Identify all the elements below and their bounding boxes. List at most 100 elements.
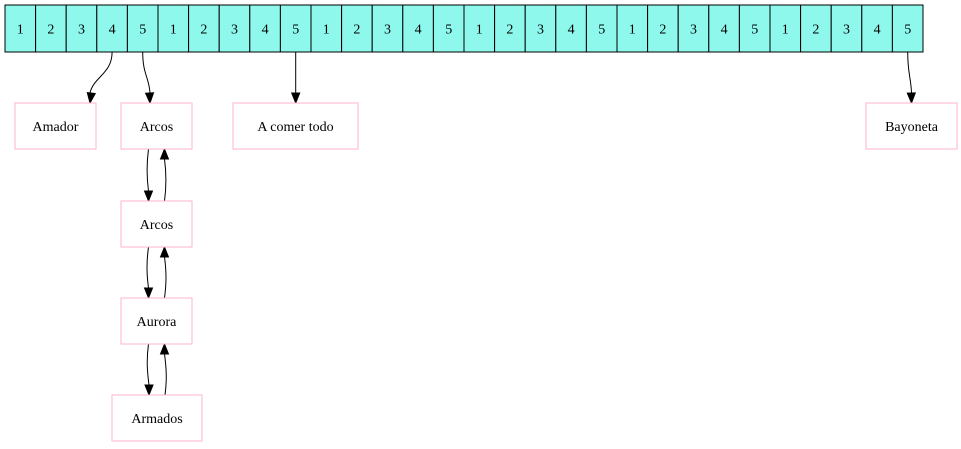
arrowhead [143, 190, 154, 203]
array-cell-label: 4 [262, 23, 269, 38]
arrowhead [159, 342, 170, 355]
node-label: Bayoneta [885, 120, 939, 135]
array-cell-label: 3 [843, 23, 850, 38]
edge-line [907, 51, 912, 94]
array-cell-box [677, 4, 710, 53]
node-box [120, 297, 193, 345]
array-cell-label: 2 [812, 23, 819, 38]
array-cell: 4 [861, 4, 893, 53]
array-cell-label: 5 [292, 23, 299, 38]
array-cell-label: 5 [751, 23, 758, 38]
array-cell: 3 [830, 4, 863, 53]
array-cell-box [494, 4, 526, 53]
array-cell-box [188, 4, 220, 53]
array-cell-label: 5 [598, 23, 605, 38]
edge-line [89, 51, 113, 94]
array-cell-label: 3 [690, 23, 697, 38]
node-bayoneta: Bayoneta [865, 102, 958, 150]
array-cell: 2 [494, 4, 526, 53]
node-box [111, 394, 203, 442]
edge-cell-29-to-bayoneta [906, 51, 917, 105]
array-cell: 5 [432, 4, 465, 53]
array-cell: 2 [35, 4, 67, 53]
array-cell: 4 [708, 4, 740, 53]
array-cell: 4 [555, 4, 587, 53]
array-cell-box [157, 4, 190, 53]
array-cell-label: 4 [109, 23, 116, 38]
array-cell: 5 [738, 4, 771, 53]
array-cell: 2 [647, 4, 679, 53]
array-cell: 5 [585, 4, 618, 53]
edge-line [146, 148, 149, 192]
edge-arcos-2-to-arcos-1 [159, 147, 170, 202]
edge-cell-9-to-a-comer-todo [290, 52, 301, 105]
node-label: Arcos [140, 218, 173, 233]
array-cell-box [647, 4, 679, 53]
arrowhead [906, 92, 917, 105]
node-label: Arcos [140, 120, 173, 135]
array-cell: 1 [769, 4, 802, 53]
edge-line [164, 158, 167, 202]
arrowhead [144, 384, 154, 397]
array-cell-box [800, 4, 832, 53]
edge-line [142, 51, 151, 94]
array-cell-box [402, 4, 434, 53]
array-cell: 2 [188, 4, 220, 53]
arrowhead [290, 92, 301, 105]
array-cell: 5 [126, 4, 159, 53]
array-cell-label: 1 [170, 23, 177, 38]
node-label: Armados [131, 412, 182, 427]
node-box [120, 200, 193, 248]
array-cell: 2 [800, 4, 832, 53]
arrowhead [86, 91, 97, 105]
array-cell: 1 [463, 4, 496, 53]
arrowhead [159, 245, 170, 258]
node-label: Amador [33, 120, 79, 135]
array-cell-box [524, 4, 557, 53]
array-cell-box [738, 4, 771, 53]
edge-aurora-to-arcos-2 [159, 245, 170, 299]
node-a-comer-todo: A comer todo [232, 102, 359, 150]
array-cell-label: 5 [139, 23, 146, 38]
array-cell-label: 4 [721, 23, 728, 38]
edge-line [146, 343, 150, 386]
array-cell-box [891, 4, 924, 53]
array-cell: 4 [402, 4, 434, 53]
node-armados: Armados [111, 394, 203, 442]
array-cell-label: 3 [231, 23, 238, 38]
edge-cell-4-to-arcos-1 [142, 51, 155, 105]
node-amador: Amador [14, 102, 97, 150]
array-cell-label: 5 [445, 23, 452, 38]
edge-armados-to-aurora [159, 342, 170, 396]
arrowhead [144, 92, 155, 105]
array-cell-label: 1 [17, 23, 24, 38]
array-cell-label: 1 [629, 23, 636, 38]
node-box [865, 102, 958, 150]
array-cell-label: 3 [78, 23, 85, 38]
array-cell: 4 [249, 4, 281, 53]
array-cell: 3 [524, 4, 557, 53]
array-cell: 3 [371, 4, 404, 53]
array-cell-box [585, 4, 618, 53]
array-cell-label: 2 [506, 23, 513, 38]
node-box [14, 102, 97, 150]
array-cell: 1 [157, 4, 190, 53]
array-cell-box [555, 4, 587, 53]
array-cell: 3 [218, 4, 251, 53]
array-cell: 3 [677, 4, 710, 53]
array-cell-label: 4 [415, 23, 422, 38]
array-cell-box [371, 4, 404, 53]
array-cell-box [35, 4, 67, 53]
edges [86, 51, 917, 397]
array-cell: 5 [891, 4, 924, 53]
array-cell-box [4, 4, 37, 53]
arrowhead [159, 147, 170, 160]
array-cell-label: 4 [874, 23, 881, 38]
edge-cell-3-to-amador [86, 51, 113, 105]
edge-line [164, 353, 167, 396]
array-cell: 4 [96, 4, 128, 53]
node-box [120, 102, 193, 150]
